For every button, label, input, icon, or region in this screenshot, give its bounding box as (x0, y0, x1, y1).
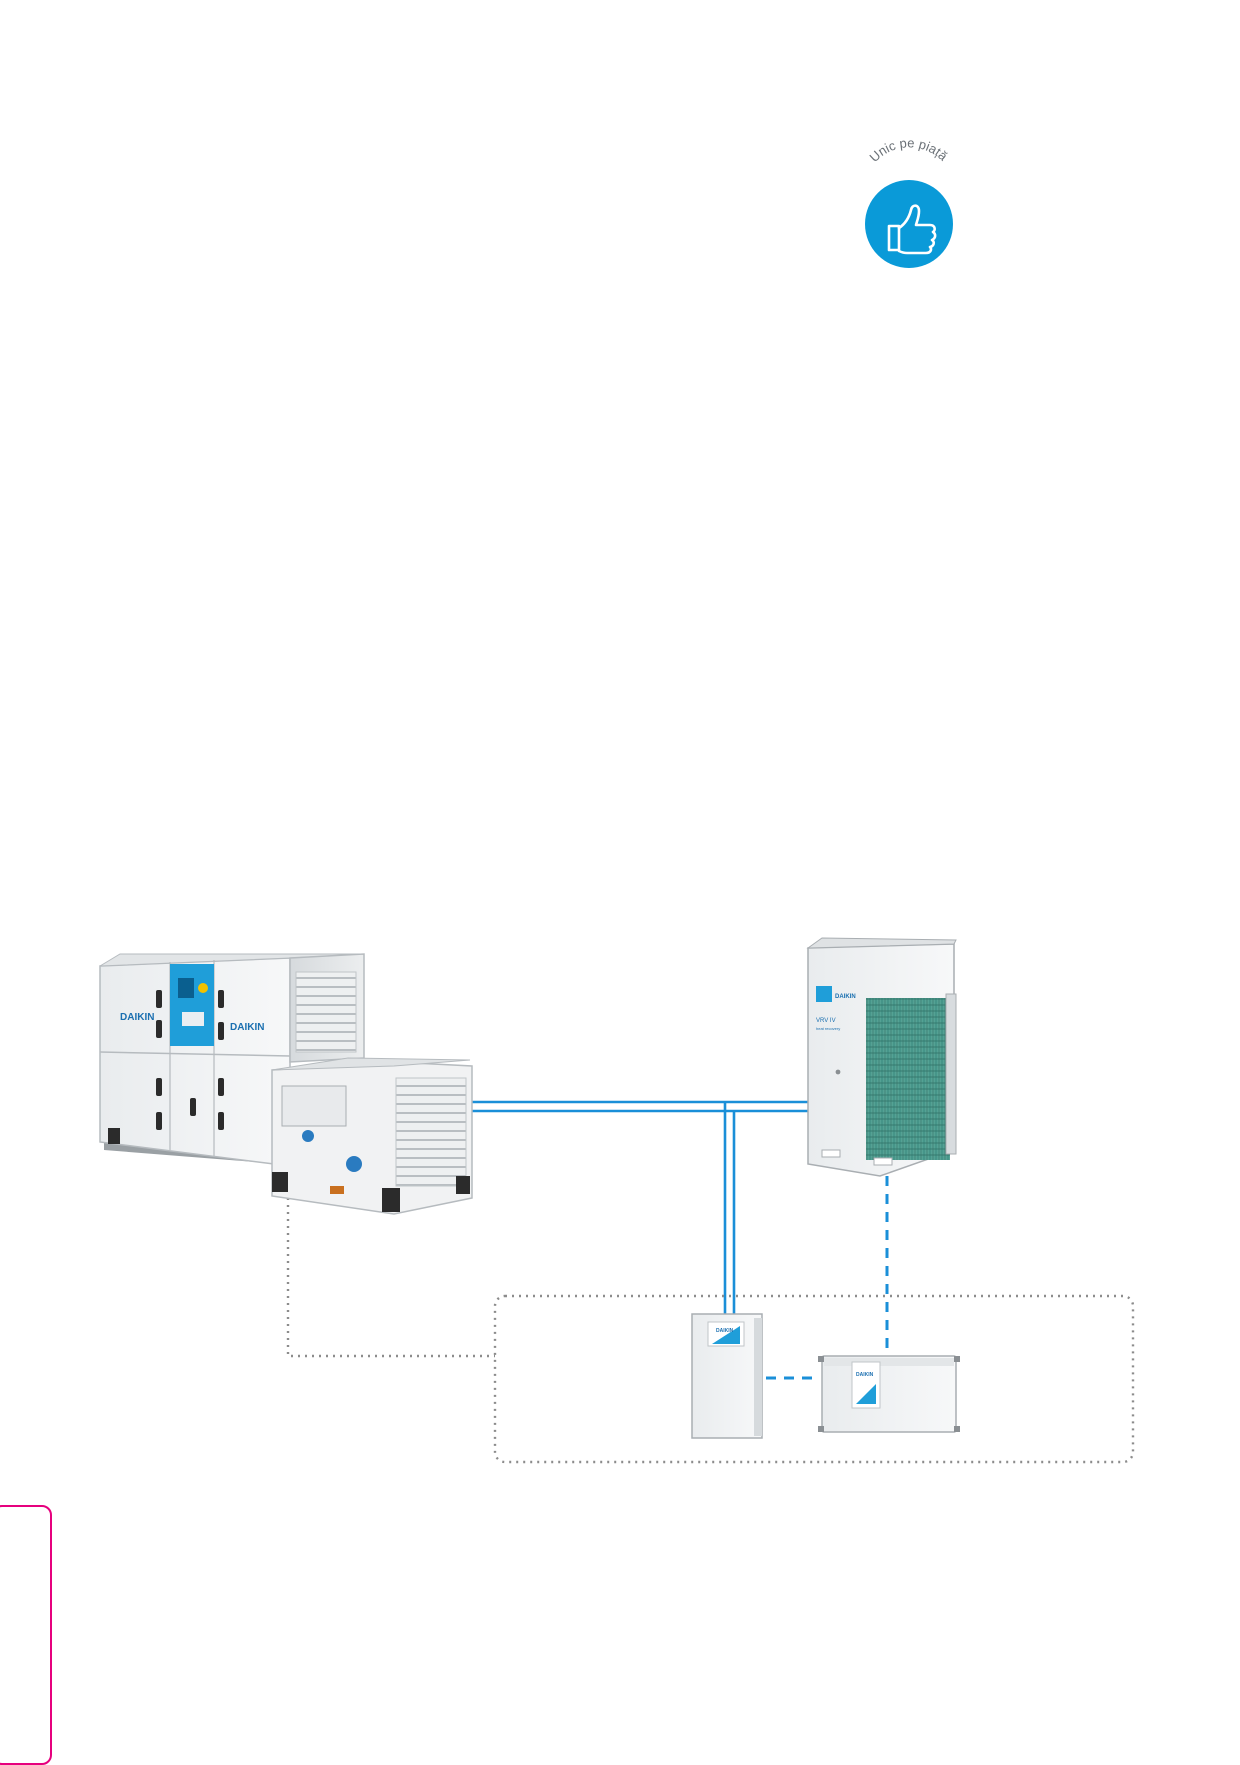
control-box-2: DAIKIN (818, 1355, 960, 1433)
outdoor-logo: DAIKIN (835, 994, 856, 1000)
ahu-intake-louvers (395, 1077, 467, 1187)
ahu-door-handles (156, 990, 224, 1130)
outdoor-model-sublabel: heat recovery (816, 1026, 840, 1031)
outdoor-vrv-unit: DAIKIN VRV IV heat recovery (806, 937, 957, 1177)
badge-label: Unic pe piață (866, 135, 951, 165)
air-handling-unit: DAIKIN DAIKIN (99, 953, 473, 1215)
control-box-1: DAIKIN (691, 1313, 763, 1439)
unique-badge: Unic pe piață (865, 135, 953, 268)
control-box-2-logo-mark (856, 1384, 876, 1404)
control-kit-frame (493, 1294, 1135, 1464)
control-box-1-logo: DAIKIN (716, 1328, 734, 1334)
page-edge-tab (0, 1505, 52, 1765)
control-kit-outline (286, 1198, 1135, 1464)
thumbs-up-icon (887, 204, 937, 255)
control-wiring (766, 1176, 889, 1380)
outdoor-coil (866, 998, 950, 1160)
control-box-2-logo: DAIKIN (856, 1372, 874, 1378)
ahu-logo-1: DAIKIN (120, 1012, 154, 1023)
badge-circle (865, 180, 953, 268)
ahu-control-panel (170, 964, 214, 1046)
ahu-logo-2: DAIKIN (230, 1022, 264, 1033)
control-box-1-logo-mark (712, 1326, 740, 1344)
ahu-control-connection (286, 1198, 495, 1358)
outdoor-logo-mark (816, 986, 832, 1002)
refrigerant-piping (472, 1100, 808, 1320)
outdoor-model-label: VRV IV (816, 1018, 836, 1024)
ahu-dx-box (281, 1085, 347, 1127)
